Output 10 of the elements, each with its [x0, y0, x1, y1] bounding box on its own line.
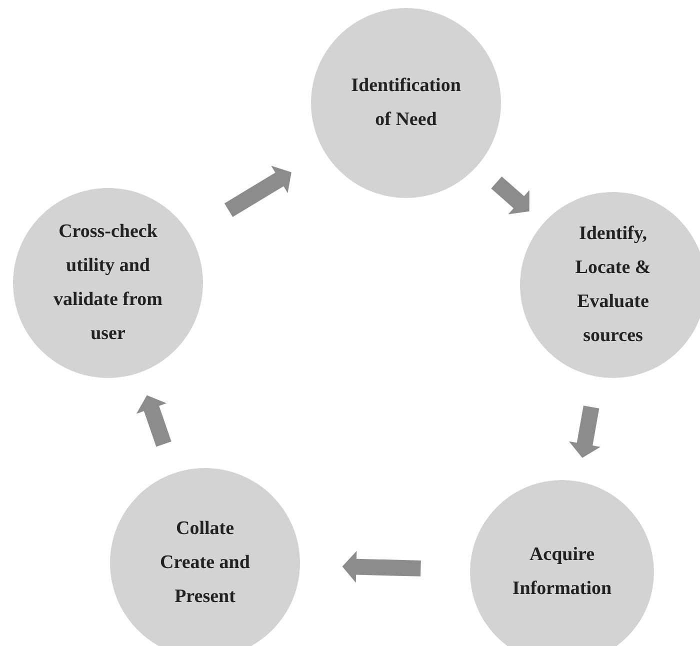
block-arrow: [136, 395, 172, 447]
node-label: Cross-check utility and validate from user: [52, 220, 164, 346]
block-arrow: [491, 176, 530, 214]
node-label: Identification of Need: [350, 74, 462, 132]
block-arrow: [342, 550, 421, 583]
node-label: Acquire Information: [511, 543, 613, 601]
block-arrow: [568, 406, 600, 458]
node-label: Identify, Locate & Evaluate sources: [574, 222, 652, 348]
block-arrow: [224, 166, 292, 218]
node-label: Collate Create and Present: [159, 517, 251, 609]
